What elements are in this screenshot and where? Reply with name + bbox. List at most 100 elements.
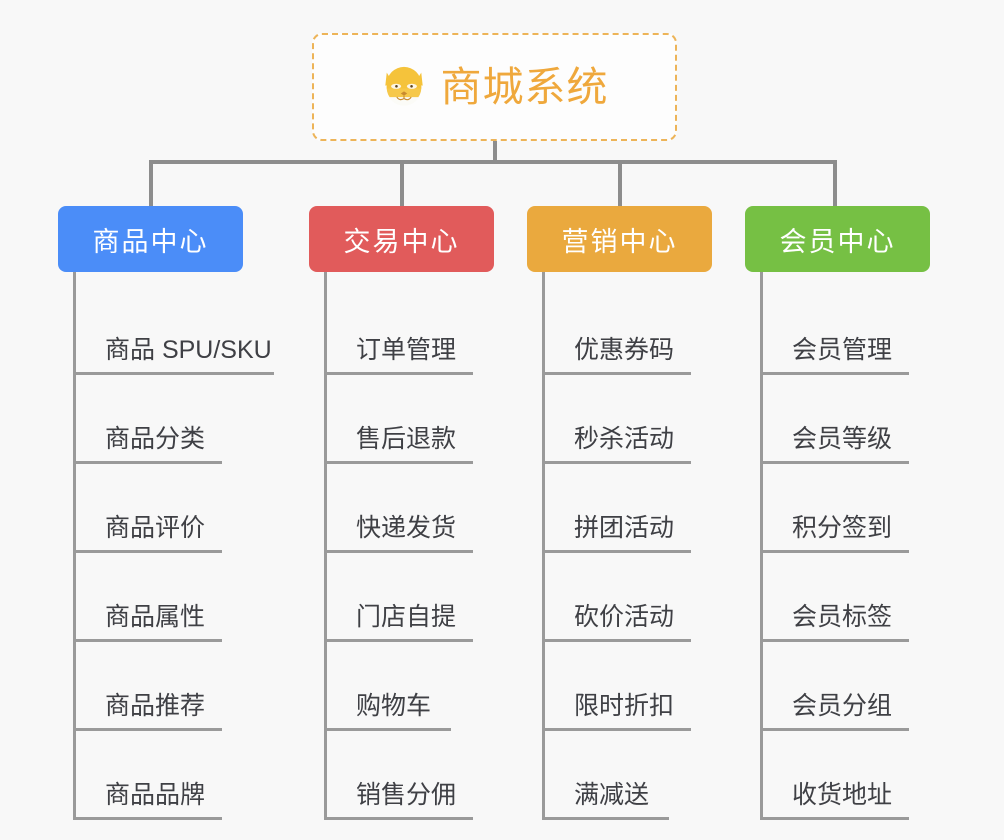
leaf-item[interactable]: 商品 SPU/SKU bbox=[58, 286, 274, 375]
leaf-underline bbox=[760, 817, 909, 820]
leaf-underline bbox=[324, 550, 473, 553]
leaf-item[interactable]: 拼团活动 bbox=[527, 464, 712, 553]
leaf-label: 会员管理 bbox=[792, 336, 893, 364]
column-header-3[interactable]: 营销中心 bbox=[527, 206, 712, 272]
leaf-underline bbox=[542, 728, 691, 731]
leaf-list-4: 会员管理 会员等级 积分签到 会员标签 会员分组 收货地址 bbox=[745, 272, 930, 820]
leaf-underline bbox=[324, 728, 451, 731]
column-spine-2 bbox=[324, 272, 327, 820]
leaf-underline bbox=[73, 550, 222, 553]
leaf-underline bbox=[760, 372, 909, 375]
column-spine-1 bbox=[73, 272, 76, 820]
leaf-underline bbox=[760, 639, 909, 642]
leaf-label: 秒杀活动 bbox=[574, 425, 675, 453]
leaf-item[interactable]: 购物车 bbox=[309, 642, 494, 731]
connector-drop-4 bbox=[833, 160, 837, 206]
leaf-underline bbox=[73, 728, 222, 731]
leaf-item[interactable]: 商品评价 bbox=[58, 464, 243, 553]
column-header-label-3: 营销中心 bbox=[561, 226, 678, 257]
connector-drop-3 bbox=[618, 160, 622, 206]
leaf-underline bbox=[760, 550, 909, 553]
connector-horizontal-bus bbox=[149, 160, 837, 164]
leaf-item[interactable]: 快递发货 bbox=[309, 464, 494, 553]
leaf-label: 商品评价 bbox=[105, 514, 206, 542]
column-header-1[interactable]: 商品中心 bbox=[58, 206, 243, 272]
column-group-2: 交易中心 订单管理 售后退款 快递发货 门店自提 购物车 bbox=[309, 206, 494, 820]
leaf-list-1: 商品 SPU/SKU 商品分类 商品评价 商品属性 商品推荐 商品品牌 bbox=[58, 272, 274, 820]
column-header-4[interactable]: 会员中心 bbox=[745, 206, 930, 272]
leaf-underline bbox=[324, 639, 473, 642]
leaf-underline bbox=[324, 372, 473, 375]
leaf-item[interactable]: 会员分组 bbox=[745, 642, 930, 731]
leaf-label: 销售分佣 bbox=[356, 781, 457, 809]
column-header-2[interactable]: 交易中心 bbox=[309, 206, 494, 272]
leaf-underline bbox=[760, 461, 909, 464]
connector-root-stem bbox=[493, 141, 497, 163]
column-group-3: 营销中心 优惠券码 秒杀活动 拼团活动 砍价活动 限时折扣 bbox=[527, 206, 712, 820]
leaf-item[interactable]: 砍价活动 bbox=[527, 553, 712, 642]
leaf-underline bbox=[324, 461, 473, 464]
leaf-item[interactable]: 门店自提 bbox=[309, 553, 494, 642]
leaf-item[interactable]: 会员管理 bbox=[745, 286, 930, 375]
leaf-item[interactable]: 销售分佣 bbox=[309, 731, 494, 820]
leaf-label: 会员标签 bbox=[792, 603, 893, 631]
leaf-list-3: 优惠券码 秒杀活动 拼团活动 砍价活动 限时折扣 满减送 bbox=[527, 272, 712, 820]
column-header-label-2: 交易中心 bbox=[343, 226, 460, 257]
leaf-label: 购物车 bbox=[356, 692, 432, 720]
leaf-item[interactable]: 商品分类 bbox=[58, 375, 243, 464]
leaf-item[interactable]: 限时折扣 bbox=[527, 642, 712, 731]
leaf-label: 会员等级 bbox=[792, 425, 893, 453]
column-spine-3 bbox=[542, 272, 545, 820]
leaf-item[interactable]: 满减送 bbox=[527, 731, 712, 820]
root-node[interactable]: 商城系统 bbox=[312, 33, 677, 141]
leaf-label: 商品品牌 bbox=[105, 781, 206, 809]
leaf-item[interactable]: 商品推荐 bbox=[58, 642, 243, 731]
column-header-label-1: 商品中心 bbox=[92, 226, 209, 257]
connector-drop-2 bbox=[400, 160, 404, 206]
leaf-label: 限时折扣 bbox=[574, 692, 675, 720]
leaf-underline bbox=[73, 639, 222, 642]
leaf-label: 商品属性 bbox=[105, 603, 206, 631]
leaf-item[interactable]: 会员等级 bbox=[745, 375, 930, 464]
connector-drop-1 bbox=[149, 160, 153, 206]
column-group-4: 会员中心 会员管理 会员等级 积分签到 会员标签 会员分组 bbox=[745, 206, 930, 820]
leaf-item[interactable]: 商品品牌 bbox=[58, 731, 243, 820]
leaf-underline bbox=[760, 728, 909, 731]
leaf-underline bbox=[542, 372, 691, 375]
leaf-label: 订单管理 bbox=[356, 336, 457, 364]
leaf-item[interactable]: 会员标签 bbox=[745, 553, 930, 642]
leaf-underline bbox=[542, 639, 691, 642]
leaf-item[interactable]: 优惠券码 bbox=[527, 286, 712, 375]
column-group-1: 商品中心 商品 SPU/SKU 商品分类 商品评价 商品属性 商品推荐 bbox=[58, 206, 274, 820]
root-title: 商城系统 bbox=[440, 63, 609, 110]
leaf-underline bbox=[73, 817, 222, 820]
leaf-item[interactable]: 收货地址 bbox=[745, 731, 930, 820]
leaf-label: 快递发货 bbox=[356, 514, 457, 542]
leaf-label: 优惠券码 bbox=[574, 336, 675, 364]
column-spine-4 bbox=[760, 272, 763, 820]
leaf-label: 砍价活动 bbox=[574, 603, 675, 631]
leaf-underline bbox=[542, 817, 669, 820]
leaf-label: 商品分类 bbox=[105, 425, 206, 453]
leaf-label: 拼团活动 bbox=[574, 514, 675, 542]
leaf-label: 商品推荐 bbox=[105, 692, 206, 720]
leaf-list-2: 订单管理 售后退款 快递发货 门店自提 购物车 销售分佣 bbox=[309, 272, 494, 820]
leaf-label: 收货地址 bbox=[792, 781, 893, 809]
leaf-label: 会员分组 bbox=[792, 692, 893, 720]
leaf-label: 满减送 bbox=[574, 781, 650, 809]
leaf-item[interactable]: 订单管理 bbox=[309, 286, 494, 375]
leaf-underline bbox=[73, 372, 274, 375]
leaf-underline bbox=[542, 461, 691, 464]
leaf-label: 门店自提 bbox=[356, 603, 457, 631]
leaf-label: 积分签到 bbox=[792, 514, 893, 542]
leaf-item[interactable]: 积分签到 bbox=[745, 464, 930, 553]
leaf-label: 商品 SPU/SKU bbox=[105, 336, 272, 364]
leaf-item[interactable]: 秒杀活动 bbox=[527, 375, 712, 464]
leaf-label: 售后退款 bbox=[356, 425, 457, 453]
leaf-item[interactable]: 售后退款 bbox=[309, 375, 494, 464]
column-header-label-4: 会员中心 bbox=[779, 226, 896, 257]
leaf-underline bbox=[73, 461, 222, 464]
leaf-item[interactable]: 商品属性 bbox=[58, 553, 243, 642]
shiba-dog-face-icon bbox=[384, 66, 423, 106]
